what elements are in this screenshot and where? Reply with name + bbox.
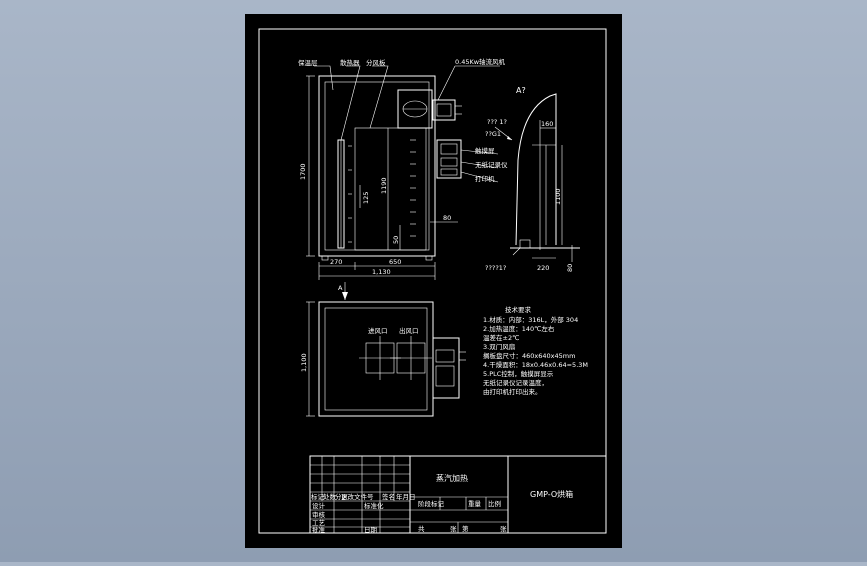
tech-line-8: 无纸记录仪记录温度， [483,378,548,387]
dim-80: 80 [566,264,574,272]
dim-height-1700: 1700 [299,163,307,180]
row-label-count: 处数 [323,492,337,501]
row-label-sign: 签名 [382,492,395,501]
heating-type: 蒸汽加热 [436,473,468,483]
dim-1130: 1,130 [372,268,391,276]
section-mark-a: A [338,284,343,292]
row-label-date: 年月日 [396,492,416,501]
callout-temp-meter: 触摸屏 [475,146,495,155]
scale-label: 比例 [488,499,501,508]
title-block [309,455,607,534]
tech-line-7: 5.PLC控制，触摸屏显示 [483,369,554,378]
callout-recorder: 无纸记录仪 [475,160,508,169]
front-view [306,65,500,300]
callout-heater: 散热器 [340,58,360,67]
stage-mark-label: 阶段标记 [418,499,445,508]
dim-bottom-50: 50 [392,236,400,244]
sheet-total-label: 共 [418,524,425,533]
tech-line-5: 搁板盘尺寸：460x640x45mm [483,351,575,360]
callout-air-divider: 分风板 [366,58,386,67]
dim-650: 650 [389,258,401,266]
label-inlet: 进风口 [368,327,388,335]
standardization-label: 标准化 [364,501,384,510]
dim-220: 220 [537,264,549,272]
plan-view [306,301,466,417]
label-outlet: 出风口 [399,326,419,335]
dim-inner-1190: 1190 [380,177,388,194]
callout-fan: 0.45Kw轴流风机 [455,57,506,66]
sheet-unit-label: 张 [450,524,457,533]
section-note-2: ??G1 [485,130,501,138]
dim-heater-125: 125 [362,192,370,204]
sheet-no-label: 第 [462,524,469,533]
approve-label: 批准 [312,525,326,534]
callout-printer: 打印机 [475,174,495,183]
dim-1100: 1100 [554,188,562,205]
tech-line-1: 1.材质：内部：316L，外部 304 [483,315,578,324]
tech-line-6: 4.干燥面积：18x0.46x0.64=5.3M [483,360,588,369]
tech-requirements: 技术要求 1.材质：内部：316L，外部 304 2.加热温度：140℃左右 温… [483,305,588,396]
designer-label: 设计 [312,501,326,510]
row-label-doc: 更改文件号 [341,492,374,501]
sheet-unit-label-2: 张 [500,524,507,533]
tech-title: 技术要求 [505,305,532,314]
row-label-zone: 分区 [335,492,349,501]
dim-side-80: 80 [443,214,451,222]
tech-line-4: 3.双门风扇 [483,342,515,351]
callout-insulation: 保温层 [298,58,318,67]
dim-160: 160 [541,120,553,128]
date-label: 日期 [364,526,378,534]
dim-270: 270 [330,258,342,266]
section-note-3: ????1? [485,264,506,272]
weight-label: 重量 [468,500,482,508]
row-label-mark: 标记 [311,492,325,501]
dim-depth-1100: 1,100 [300,353,308,372]
checker-label: 审核 [312,510,326,519]
section-title: A? [516,86,526,95]
tech-line-9: 由打印机打印出来。 [483,387,542,396]
section-note-1: ??? 1? [487,118,507,126]
drawing-name: GMP-O烘箱 [530,489,573,499]
tech-line-3: 温差在±2℃ [483,333,519,342]
drawing-sheet [245,14,622,548]
section-view [494,93,580,262]
process-label: 工艺 [312,519,326,527]
tech-line-2: 2.加热温度：140℃左右 [483,324,555,333]
